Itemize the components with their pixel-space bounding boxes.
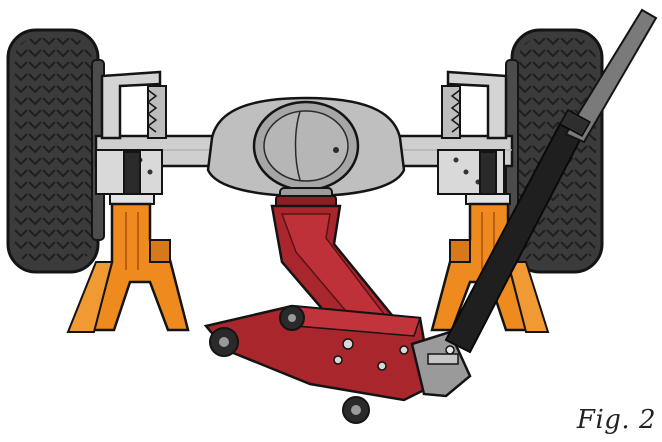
figure-label: Fig. 2 <box>576 405 656 435</box>
left-tire-icon <box>6 28 105 274</box>
left-jack-stand-icon <box>66 151 190 333</box>
floor-jack-icon <box>203 195 472 424</box>
jack-handle-icon <box>444 8 658 354</box>
